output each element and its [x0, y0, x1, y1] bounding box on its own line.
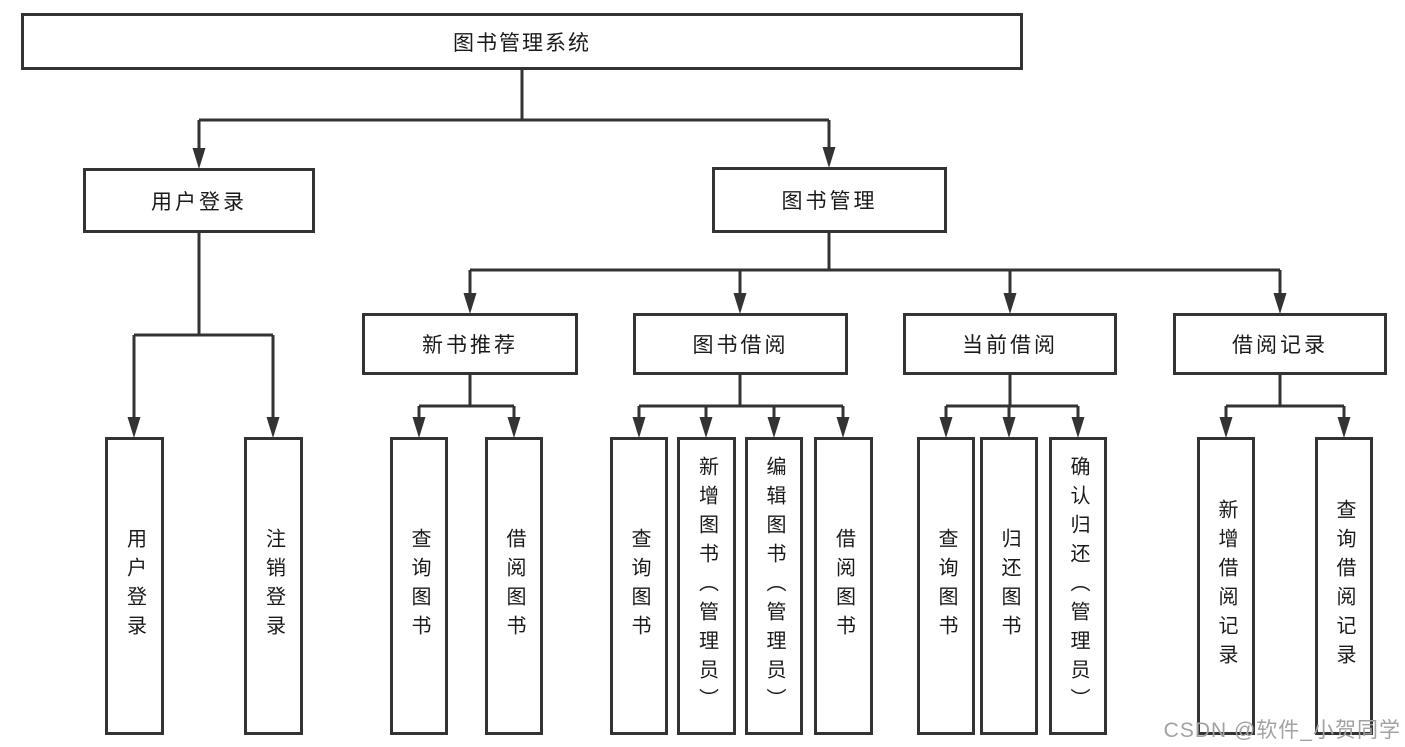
leaf-user-login: 用户登录	[105, 437, 164, 735]
node-current-borrow: 当前借阅	[903, 313, 1117, 375]
node-label: 借阅图书	[832, 528, 855, 644]
node-label: 查询借阅记录	[1333, 499, 1355, 673]
node-label: 用户登录	[151, 190, 247, 214]
node-book-borrow: 图书借阅	[633, 313, 848, 375]
node-label: 图书管理系统	[453, 31, 591, 55]
node-label: 注销登录	[262, 528, 285, 644]
csdn-watermark: CSDN @软件_小贺同学	[1163, 719, 1401, 742]
arrowheads	[127, 147, 1351, 438]
leaf-add-borrow-record: 新增借阅记录	[1197, 437, 1255, 735]
node-label: 新增图书（管理员）	[695, 455, 718, 717]
leaf-query-books-recommend: 查询图书	[390, 437, 448, 735]
node-label: 图书管理	[781, 190, 878, 213]
node-label: 查询图书	[628, 528, 650, 644]
leaf-edit-book-admin: 编辑图书（管理员）	[745, 437, 803, 735]
node-label: 新书推荐	[422, 334, 518, 357]
leaf-query-books-borrow: 查询图书	[610, 437, 668, 735]
node-label: 确认归还（管理员）	[1067, 455, 1089, 717]
leaf-add-book-admin: 新增图书（管理员）	[677, 437, 736, 735]
node-label: 图书借阅	[692, 334, 789, 357]
node-label: 借阅记录	[1232, 334, 1328, 357]
node-label: 借阅图书	[503, 528, 525, 644]
leaf-borrow-book: 借阅图书	[814, 437, 873, 735]
node-label: 归还图书	[998, 528, 1020, 644]
node-library-management-system: 图书管理系统	[21, 13, 1023, 70]
leaf-logout: 注销登录	[244, 437, 303, 735]
node-label: 编辑图书（管理员）	[763, 455, 785, 717]
node-borrow-records: 借阅记录	[1173, 313, 1387, 375]
node-label: 查询图书	[935, 528, 957, 644]
node-label: 新增借阅记录	[1215, 499, 1237, 673]
leaf-confirm-return-admin: 确认归还（管理员）	[1049, 437, 1107, 735]
leaf-return-book: 归还图书	[980, 437, 1038, 735]
node-label: 当前借阅	[962, 334, 1058, 357]
node-label: 查询图书	[408, 528, 430, 644]
node-label: 用户登录	[123, 528, 146, 644]
node-new-book-recommend: 新书推荐	[362, 313, 578, 375]
leaf-query-books-current: 查询图书	[917, 437, 975, 735]
node-user-login-branch: 用户登录	[83, 168, 315, 233]
leaf-query-borrow-record: 查询借阅记录	[1315, 437, 1373, 735]
node-book-management-branch: 图书管理	[712, 167, 947, 233]
leaf-borrow-books-recommend: 借阅图书	[485, 437, 543, 735]
